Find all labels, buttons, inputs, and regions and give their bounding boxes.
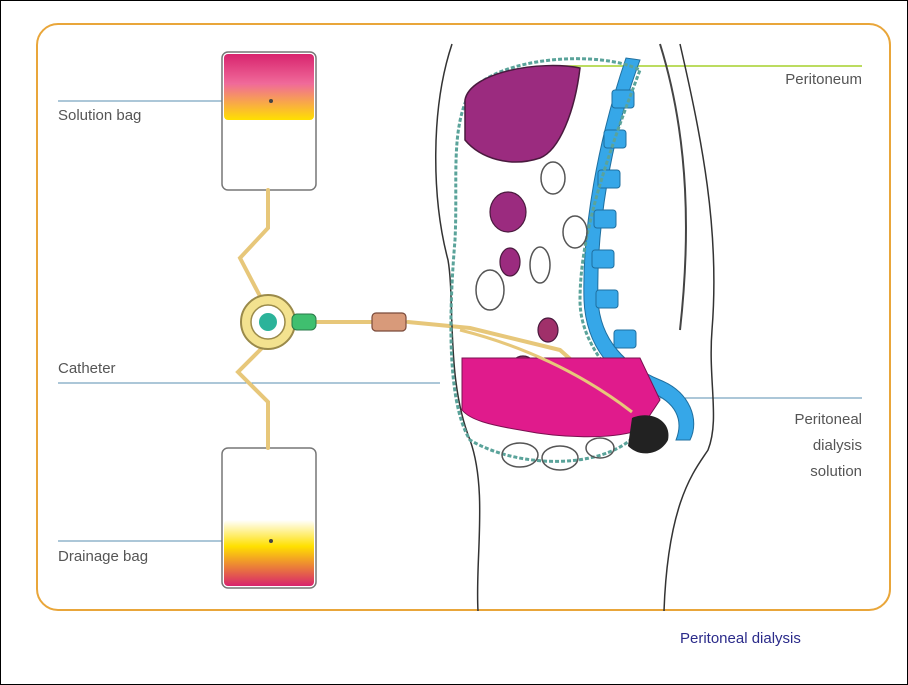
label-solution-bag: Solution bag <box>58 106 141 126</box>
label-pd-solution-line3: solution <box>740 462 862 482</box>
label-drainage-bag: Drainage bag <box>58 547 148 567</box>
figure-caption: Peritoneal dialysis <box>680 630 801 647</box>
spinal-cord <box>660 44 686 330</box>
liver <box>465 66 580 162</box>
label-pd-solution-line1: Peritoneal <box>740 410 862 430</box>
drainage-bag <box>222 448 316 588</box>
rectum <box>628 415 668 453</box>
solution-bag <box>222 52 316 190</box>
label-catheter: Catheter <box>58 359 116 379</box>
label-peritoneum: Peritoneum <box>740 70 862 90</box>
label-pd-solution-line2: dialysis <box>740 436 862 456</box>
dialysis-solution-pool <box>462 358 660 437</box>
